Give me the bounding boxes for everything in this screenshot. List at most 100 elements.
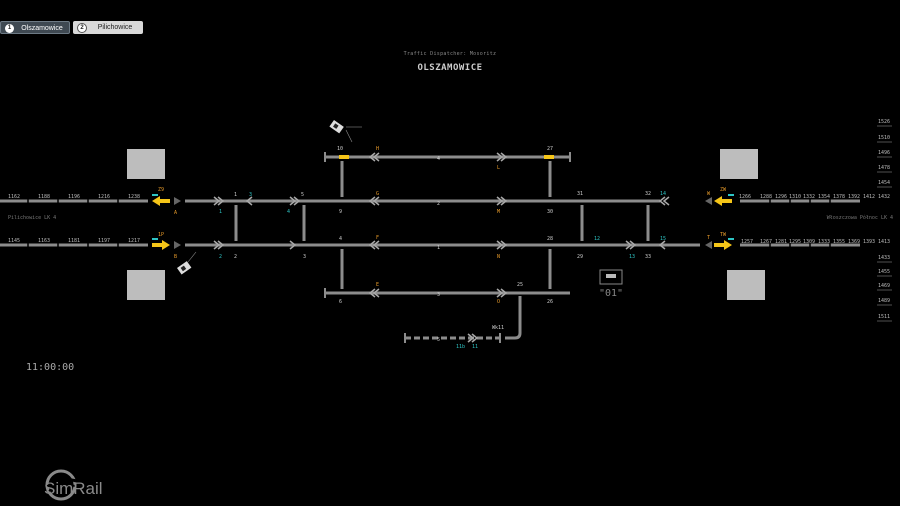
- block-label: 1433: [878, 255, 890, 261]
- signal-label: G: [376, 191, 379, 197]
- switch-label: 29: [577, 254, 583, 260]
- signal-label: TW: [720, 232, 727, 238]
- switch-label: 6: [339, 299, 342, 305]
- block-label: 1145: [8, 238, 20, 244]
- signal-label: Z9: [158, 187, 164, 193]
- signal-label: H: [376, 146, 379, 152]
- block-label: 1432: [878, 194, 890, 200]
- direction-label: Pilichowice LK 4: [8, 215, 56, 221]
- track-number: 2: [437, 201, 440, 207]
- block-label: 1413: [878, 239, 890, 245]
- switch-label: 28: [547, 236, 553, 242]
- block-label: 1196: [68, 194, 80, 200]
- indicator-label: 11: [472, 344, 478, 350]
- block-label: 1526: [878, 119, 890, 125]
- switch-label: 25: [517, 282, 523, 288]
- simrail-logo-icon: [45, 469, 78, 501]
- indicator-label: 2: [219, 254, 222, 260]
- tab-label: Pilichowice: [97, 24, 133, 31]
- platform-block: [127, 270, 165, 300]
- indicator-label: 13: [629, 254, 635, 260]
- indicator-label: 11b: [456, 344, 465, 350]
- switch-label: 9: [339, 209, 342, 215]
- platform-block: [127, 149, 165, 179]
- switch-label: 4: [339, 236, 342, 242]
- signal-label: F: [376, 235, 379, 241]
- block-label: 1496: [878, 150, 890, 156]
- block-label: 1295: [789, 239, 801, 245]
- block-label: 1257: [741, 239, 753, 245]
- indicator-label: 12: [594, 236, 600, 242]
- crossing-label: "01": [599, 288, 623, 299]
- block-label: 1354: [818, 194, 830, 200]
- signal-label: T: [707, 235, 710, 241]
- switch-label: 5: [301, 192, 304, 198]
- signal-label: O: [497, 299, 500, 305]
- tab-number-badge: 2: [77, 23, 87, 33]
- level-crossing-icon[interactable]: [599, 269, 623, 285]
- signal-label: E: [376, 282, 379, 288]
- signal-label: Wk11: [492, 325, 504, 331]
- block-label: 1296: [775, 194, 787, 200]
- block-label: 1309: [803, 239, 815, 245]
- block-label: 1197: [98, 238, 110, 244]
- switch-label: 26: [547, 299, 553, 305]
- indicator-label: 15: [660, 236, 666, 242]
- switch-label: 2: [234, 254, 237, 260]
- indicator-label: 14: [660, 191, 666, 197]
- tab-pilichowice[interactable]: 2 Pilichowice: [73, 21, 143, 34]
- track-number: 4: [437, 156, 440, 162]
- block-label: 1454: [878, 180, 890, 186]
- signal-label: L: [497, 165, 500, 171]
- block-label: 1511: [878, 314, 890, 320]
- block-label: 1163: [38, 238, 50, 244]
- game-clock: 11:00:00: [26, 362, 75, 373]
- platform-block: [727, 270, 765, 300]
- signal-label: ZW: [720, 187, 727, 193]
- switch-label: 30: [547, 209, 553, 215]
- block-label: 1510: [878, 135, 890, 141]
- switch-label: 1: [234, 192, 237, 198]
- switch-label: 32: [645, 191, 651, 197]
- simrail-logo: SimRail: [44, 479, 103, 498]
- block-label: 1267: [760, 239, 772, 245]
- block-label: 1217: [128, 238, 140, 244]
- block-label: 1478: [878, 165, 890, 171]
- block-label: 1216: [98, 194, 110, 200]
- tab-number-badge: 1: [5, 24, 14, 33]
- block-label: 1333: [818, 239, 830, 245]
- block-label: 1310: [789, 194, 801, 200]
- block-label: 1355: [833, 239, 845, 245]
- camera-icon[interactable]: [177, 261, 192, 275]
- track-number: 3: [437, 292, 440, 298]
- block-label: 1392: [848, 194, 860, 200]
- block-label: 1162: [8, 194, 20, 200]
- tab-olszamowice[interactable]: 1 Olszamowice: [0, 21, 70, 34]
- block-label: 1378: [833, 194, 845, 200]
- station-title: OLSZAMOWICE: [417, 63, 483, 73]
- indicator-label: 4: [287, 209, 290, 215]
- signal-label: B: [174, 254, 177, 260]
- track-number: 5: [437, 337, 440, 343]
- block-label: 1266: [739, 194, 751, 200]
- direction-label: Włoszczowa Północ LK 4: [827, 214, 893, 221]
- track-number: 1: [437, 245, 440, 251]
- signal-label: M: [497, 209, 500, 215]
- signal-label: W: [707, 191, 711, 197]
- signal-label: A: [174, 210, 177, 216]
- block-label: 1181: [68, 238, 80, 244]
- dispatcher-name: Traffic Dispatcher: Mosoritz: [403, 51, 497, 57]
- indicator-label: 3: [249, 192, 252, 198]
- block-label: 1393: [863, 239, 875, 245]
- block-label: 1288: [760, 194, 772, 200]
- block-label: 1469: [878, 283, 890, 289]
- block-label: 1281: [775, 239, 787, 245]
- tab-label: Olszamowice: [21, 25, 63, 32]
- block-label: 1455: [878, 269, 890, 275]
- block-label: 1369: [848, 239, 860, 245]
- block-label: 1188: [38, 194, 50, 200]
- block-label: 1489: [878, 298, 890, 304]
- signal-label: N: [497, 254, 500, 260]
- camera-icon[interactable]: [329, 120, 344, 134]
